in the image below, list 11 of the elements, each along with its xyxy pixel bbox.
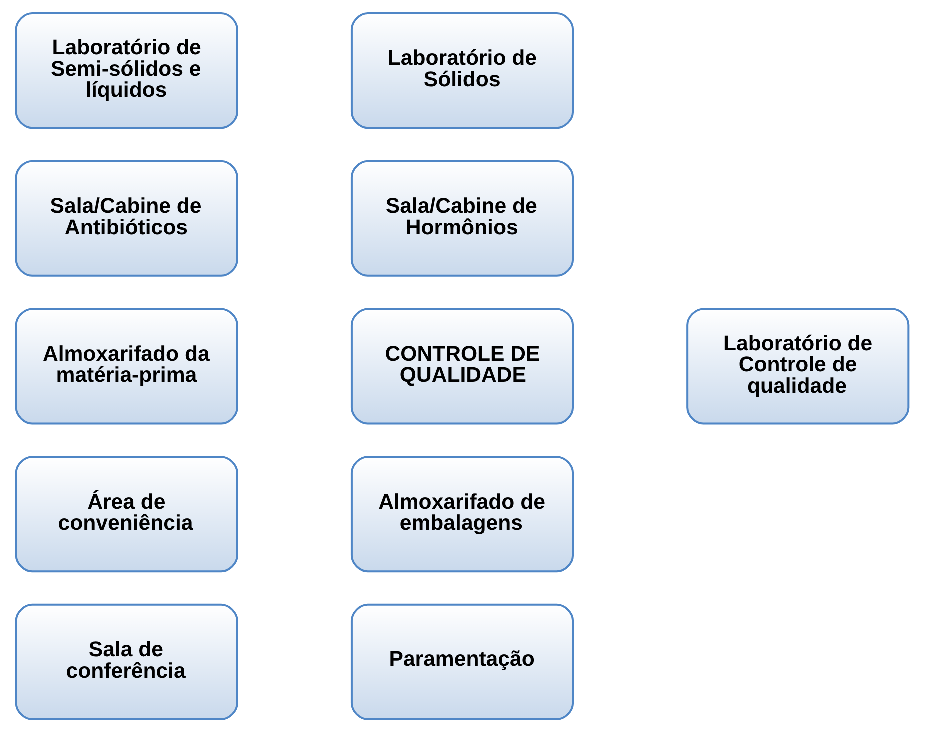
node-box: Sala de conferência xyxy=(15,604,238,720)
node-box: Laboratório de Controle de qualidade xyxy=(686,308,910,425)
node-box: Paramentação xyxy=(350,604,574,720)
node-box: Laboratório de Sólidos xyxy=(350,12,574,130)
node-box: CONTROLE DE QUALIDADE xyxy=(350,308,574,425)
node-box: Almoxarifado da matéria-prima xyxy=(15,308,238,425)
node-box: Laboratório de Semi-sólidos e líquidos xyxy=(15,12,238,130)
node-box: Área de conveniência xyxy=(15,456,238,573)
node-box: Almoxarifado de embalagens xyxy=(350,456,574,573)
node-box: Sala/Cabine de Hormônios xyxy=(350,160,574,277)
node-box: Sala/Cabine de Antibióticos xyxy=(15,160,238,277)
